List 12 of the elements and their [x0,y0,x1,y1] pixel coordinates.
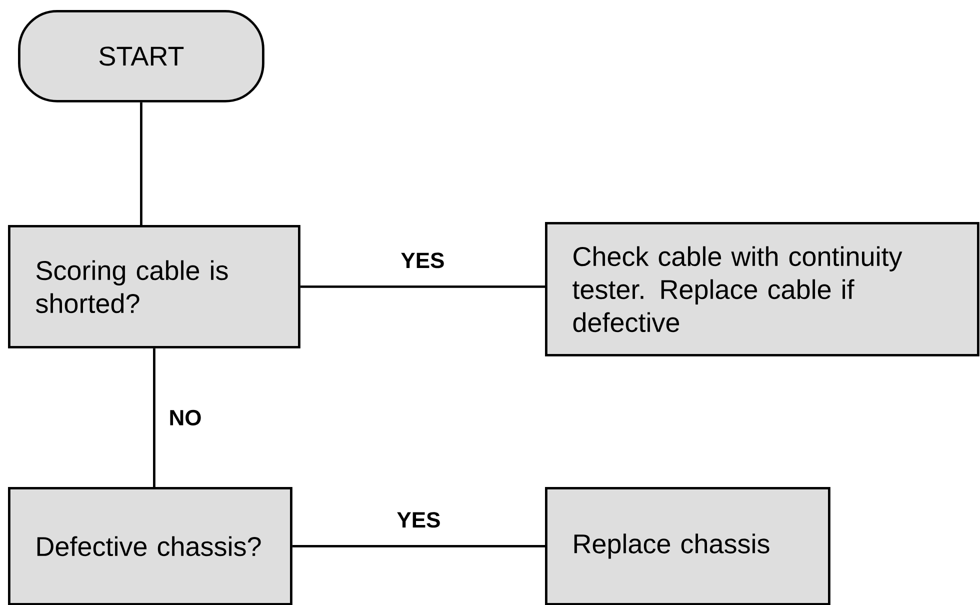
edge-label: YES [401,252,444,268]
edge-label: YES [397,512,440,528]
process-box: Scoring cable is shorted? [8,225,300,348]
connector-line [140,102,142,225]
process-box: Defective chassis? [8,487,292,605]
edge-label: NO [170,410,201,426]
connector-line [300,286,545,288]
process-box: Check cable with continuity tester. Replace cable if defective [545,222,980,356]
start-terminal: START [18,10,264,102]
connector-line [292,545,545,548]
connector-line [153,348,156,487]
process-box: Replace chassis [545,487,830,605]
